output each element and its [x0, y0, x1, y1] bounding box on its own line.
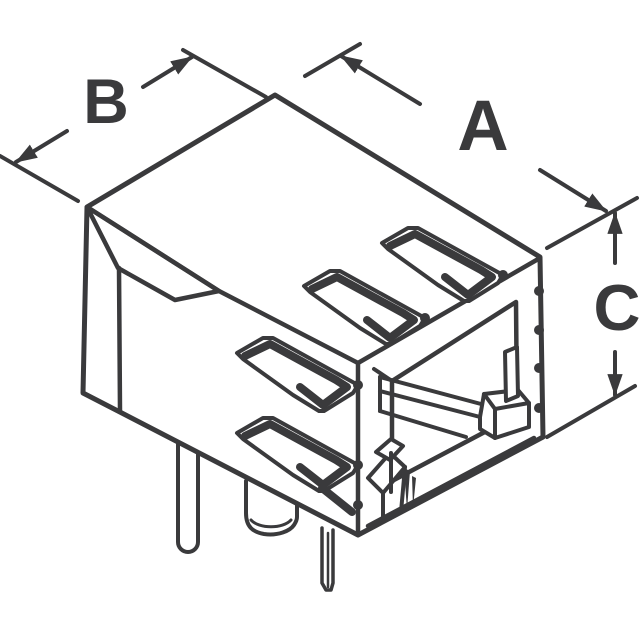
pcb-lead-left: [176, 439, 200, 554]
edge-nub: [534, 286, 544, 296]
edge-nub: [534, 363, 544, 373]
dim-b-extension-line-upper: [181, 48, 268, 99]
dim-b-extension-line-lower: [0, 154, 80, 203]
dim-b-arrow-upper: [141, 55, 194, 89]
drawing-root-group: B A C: [0, 42, 640, 592]
bottom-notch-upper: [374, 437, 405, 462]
housing-edges: [84, 204, 543, 538]
contact-tip-dot: [353, 500, 363, 510]
comb-beam-front-edge: [378, 389, 486, 420]
dimension-annotations: [0, 42, 639, 439]
contact-tip-dot: [498, 270, 508, 280]
contact-comb-beam: [378, 375, 486, 439]
bottom-notch: [366, 437, 407, 520]
filled-details: [353, 270, 544, 510]
standoff-post-rim: [249, 518, 293, 529]
dimension-label-a: A: [457, 87, 508, 166]
contact-tip-dot: [353, 460, 363, 470]
notch-wedge-2: [412, 476, 416, 508]
comb-beam-top-edge: [378, 375, 483, 406]
dim-a-arrow-upper: [339, 54, 422, 106]
contact-spring-4-tail: [318, 484, 356, 516]
dimension-label-c: C: [594, 271, 640, 344]
edge-nub: [534, 403, 544, 413]
dim-c-extension-line-lower: [545, 384, 637, 439]
edge-nub: [534, 325, 544, 335]
housing-edge-top-left: [84, 204, 361, 366]
housing-edge-bottom-inner: [365, 435, 537, 529]
contact-tab: [503, 345, 520, 403]
dimension-labels: B A C: [83, 67, 640, 344]
bottom-notch-right-drop: [399, 465, 407, 514]
dim-a-c-shared-extension-line: [545, 196, 639, 250]
dim-a-extension-line-upper: [303, 42, 362, 78]
contact-tip-dot: [420, 313, 430, 323]
dim-a-arrow-lower: [538, 168, 608, 213]
dim-b-arrow-lower: [14, 129, 69, 164]
dimension-label-b: B: [83, 67, 129, 137]
comb-beam-bottom-edge: [378, 409, 468, 439]
housing-edge-side-vertical: [116, 265, 123, 414]
contact-tip-dot: [353, 380, 363, 390]
notch-wedge-1: [404, 468, 410, 510]
